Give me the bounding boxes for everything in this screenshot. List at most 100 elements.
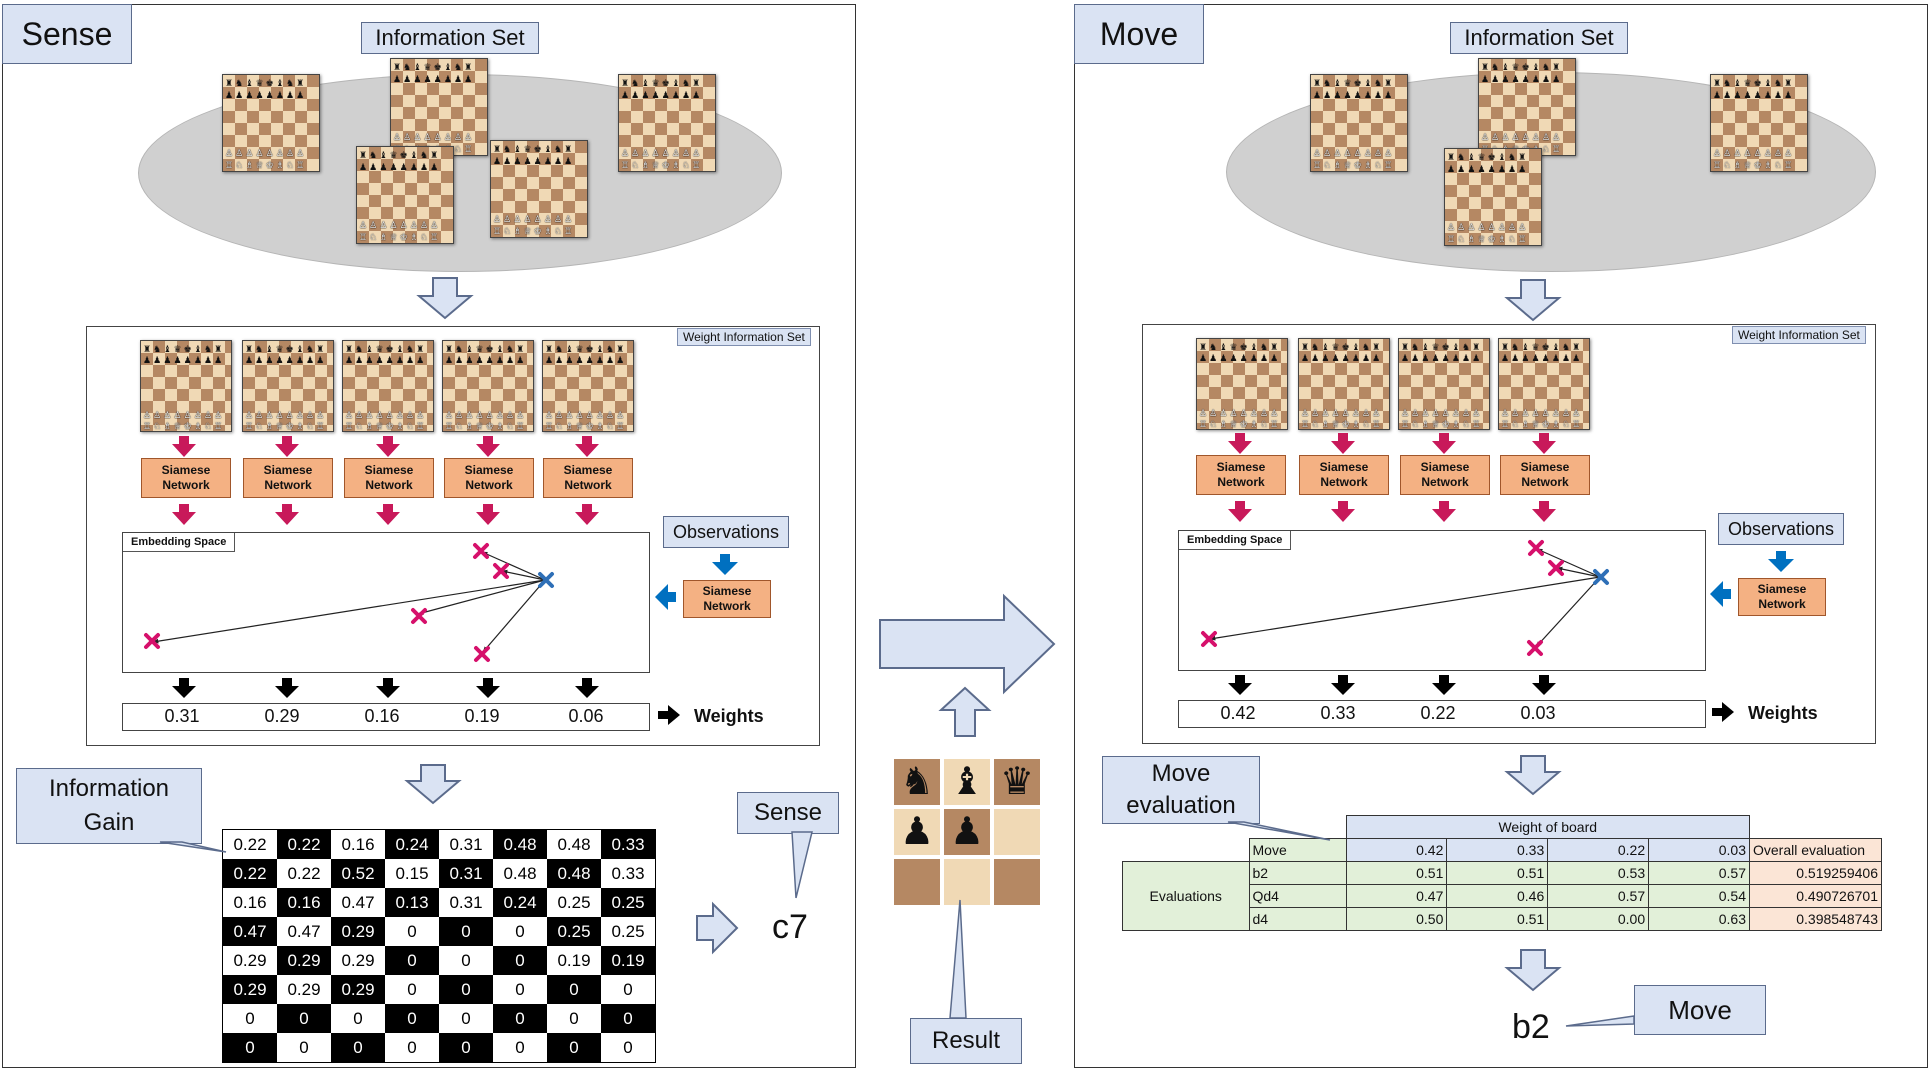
weight-value: 0.03 xyxy=(1520,703,1556,723)
weight-of-board-header: Weight of board xyxy=(1345,815,1750,839)
board-embedding-marker xyxy=(474,646,490,662)
evaluation-cell: 0.47 xyxy=(1345,884,1448,908)
info-gain-cell: 0.29 xyxy=(331,975,385,1004)
callout-tail xyxy=(1227,821,1331,841)
chess-board: ♜♞♝♛♚♝♞♜♟♟♟♟♟♟♟♟♙♙♙♙♙♙♙♙♖♘♗♕♔♗♘♖ xyxy=(1398,338,1490,430)
chess-pieces-row: ♖♘♗♕♔♗♘♖ xyxy=(359,232,441,242)
observation-embedding-marker xyxy=(1593,569,1609,585)
empty-square xyxy=(994,809,1040,855)
chess-pieces-row: ♜♞♝♛♚♝♞♜ xyxy=(143,343,225,354)
chess-pieces-row: ♖♘♗♕♔♗♘♖ xyxy=(225,160,307,170)
info-gain-cell: 0.31 xyxy=(439,830,493,859)
chess-pieces-row: ♟♟♟♟♟♟♟♟ xyxy=(225,90,307,100)
weights-row xyxy=(122,703,650,731)
chess-pieces-row: ♟♟♟♟♟♟♟♟ xyxy=(621,90,703,100)
black-arrow-icon xyxy=(1712,702,1734,722)
blue-arrow-icon xyxy=(712,554,738,575)
magenta-arrow-icon xyxy=(172,436,196,457)
info-gain-cell: 0.48 xyxy=(493,830,547,859)
chess-pieces-row: ♟♟♟♟♟♟♟♟ xyxy=(245,355,327,366)
chess-pieces-row: ♟♟♟♟♟♟♟♟ xyxy=(445,355,527,366)
chess-piece-icon: ♟ xyxy=(944,809,990,855)
weight-cell: 0.33 xyxy=(1446,838,1549,862)
chess-pieces-row: ♖♘♗♕♔♗♘♖ xyxy=(1301,418,1383,429)
chess-pieces-row: ♖♘♗♕♔♗♘♖ xyxy=(143,420,225,431)
chess-pieces-row: ♙♙♙♙♙♙♙♙ xyxy=(345,409,427,420)
chess-board: ♜♞♝♛♚♝♞♜♟♟♟♟♟♟♟♟♙♙♙♙♙♙♙♙♖♘♗♕♔♗♘♖ xyxy=(356,146,454,244)
info-gain-cell: 0.31 xyxy=(439,888,493,917)
embedding-line xyxy=(1535,576,1601,648)
blue-arrow-icon xyxy=(1710,581,1731,607)
down-arrow-icon xyxy=(404,764,462,805)
chess-pieces-row: ♙♙♙♙♙♙♙♙ xyxy=(245,409,327,420)
weight-value: 0.19 xyxy=(464,706,500,726)
info-gain-cell: 0 xyxy=(439,1033,493,1062)
black-arrow-icon xyxy=(1432,675,1456,695)
chess-pieces-row: ♙♙♙♙♙♙♙♙ xyxy=(1501,407,1583,418)
chess-pieces-row: ♜♞♝♛♚♝♞♜ xyxy=(1447,152,1529,162)
move-callout: Move xyxy=(1634,985,1766,1035)
embedding-line xyxy=(1209,576,1601,641)
chess-pieces-row: ♟♟♟♟♟♟♟♟ xyxy=(1401,353,1483,364)
chess-board: ♜♞♝♛♚♝♞♜♟♟♟♟♟♟♟♟♙♙♙♙♙♙♙♙♖♘♗♕♔♗♘♖ xyxy=(490,140,588,238)
chess-pieces-row: ♟♟♟♟♟♟♟♟ xyxy=(1313,90,1395,100)
magenta-arrow-icon xyxy=(1432,501,1456,522)
info-gain-cell: 0 xyxy=(547,1033,601,1062)
info-gain-cell: 0.52 xyxy=(331,859,385,888)
sense-result: c7 xyxy=(772,908,808,946)
chess-pieces-row: ♟♟♟♟♟♟♟♟ xyxy=(1447,164,1529,174)
info-gain-cell: 0.47 xyxy=(331,888,385,917)
weights-label: Weights xyxy=(694,706,764,726)
chess-pieces-row: ♙♙♙♙♙♙♙♙ xyxy=(1401,407,1483,418)
info-gain-cell: 0 xyxy=(331,1004,385,1033)
chess-pieces-row: ♖♘♗♕♔♗♘♖ xyxy=(345,420,427,431)
magenta-arrow-icon xyxy=(476,436,500,457)
embedding-line xyxy=(481,551,546,581)
chess-pieces-row: ♟♟♟♟♟♟♟♟ xyxy=(545,355,627,366)
callout-tail xyxy=(1565,1015,1635,1027)
chess-board: ♜♞♝♛♚♝♞♜♟♟♟♟♟♟♟♟♙♙♙♙♙♙♙♙♖♘♗♕♔♗♘♖ xyxy=(442,340,534,432)
observations-label: Observations xyxy=(1718,513,1844,545)
evaluation-cell: 0.51 xyxy=(1345,861,1448,885)
info-gain-cell: 0 xyxy=(385,1004,439,1033)
down-arrow-icon xyxy=(1504,949,1562,992)
chess-pieces-row: ♜♞♝♛♚♝♞♜ xyxy=(1301,341,1383,352)
chess-pieces-row: ♙♙♙♙♙♙♙♙ xyxy=(359,220,441,230)
move-cell: d4 xyxy=(1248,907,1347,931)
info-gain-cell: 0.48 xyxy=(493,859,547,888)
info-gain-cell: 0.13 xyxy=(385,888,439,917)
chess-board: ♜♞♝♛♚♝♞♜♟♟♟♟♟♟♟♟♙♙♙♙♙♙♙♙♖♘♗♕♔♗♘♖ xyxy=(1310,74,1408,172)
info-gain-cell: 0 xyxy=(331,1033,385,1062)
info-gain-cell: 0 xyxy=(493,917,547,946)
chess-pieces-row: ♜♞♝♛♚♝♞♜ xyxy=(245,343,327,354)
chess-pieces-row: ♙♙♙♙♙♙♙♙ xyxy=(1313,148,1395,158)
embedding-line xyxy=(501,569,546,581)
info-gain-cell: 0 xyxy=(601,1004,655,1033)
info-gain-cell: 0 xyxy=(493,946,547,975)
chess-pieces-row: ♖♘♗♕♔♗♘♖ xyxy=(1401,418,1483,429)
weight-value: 0.42 xyxy=(1220,703,1256,723)
info-gain-cell: 0 xyxy=(601,975,655,1004)
chess-pieces-row: ♙♙♙♙♙♙♙♙ xyxy=(445,409,527,420)
board-embedding-marker xyxy=(473,543,489,559)
chess-piece-icon: ♛ xyxy=(994,759,1040,805)
chess-pieces-row: ♖♘♗♕♔♗♘♖ xyxy=(1199,418,1281,429)
info-gain-cell: 0.24 xyxy=(493,888,547,917)
magenta-arrow-icon xyxy=(1532,433,1556,454)
observation-embedding-marker xyxy=(538,572,554,588)
chess-board: ♜♞♝♛♚♝♞♜♟♟♟♟♟♟♟♟♙♙♙♙♙♙♙♙♖♘♗♕♔♗♘♖ xyxy=(1444,148,1542,246)
weight-value: 0.31 xyxy=(164,706,200,726)
info-gain-cell: 0.19 xyxy=(547,946,601,975)
move-cell: b2 xyxy=(1248,861,1347,885)
chess-pieces-row: ♙♙♙♙♙♙♙♙ xyxy=(143,409,225,420)
information-set-label: Information Set xyxy=(361,22,539,54)
chess-pieces-row: ♖♘♗♕♔♗♘♖ xyxy=(1447,234,1529,244)
empty-square xyxy=(894,859,940,905)
magenta-arrow-icon xyxy=(476,504,500,525)
blue-arrow-icon xyxy=(655,584,676,610)
chess-pieces-row: ♟♟♟♟♟♟♟♟ xyxy=(1199,353,1281,364)
